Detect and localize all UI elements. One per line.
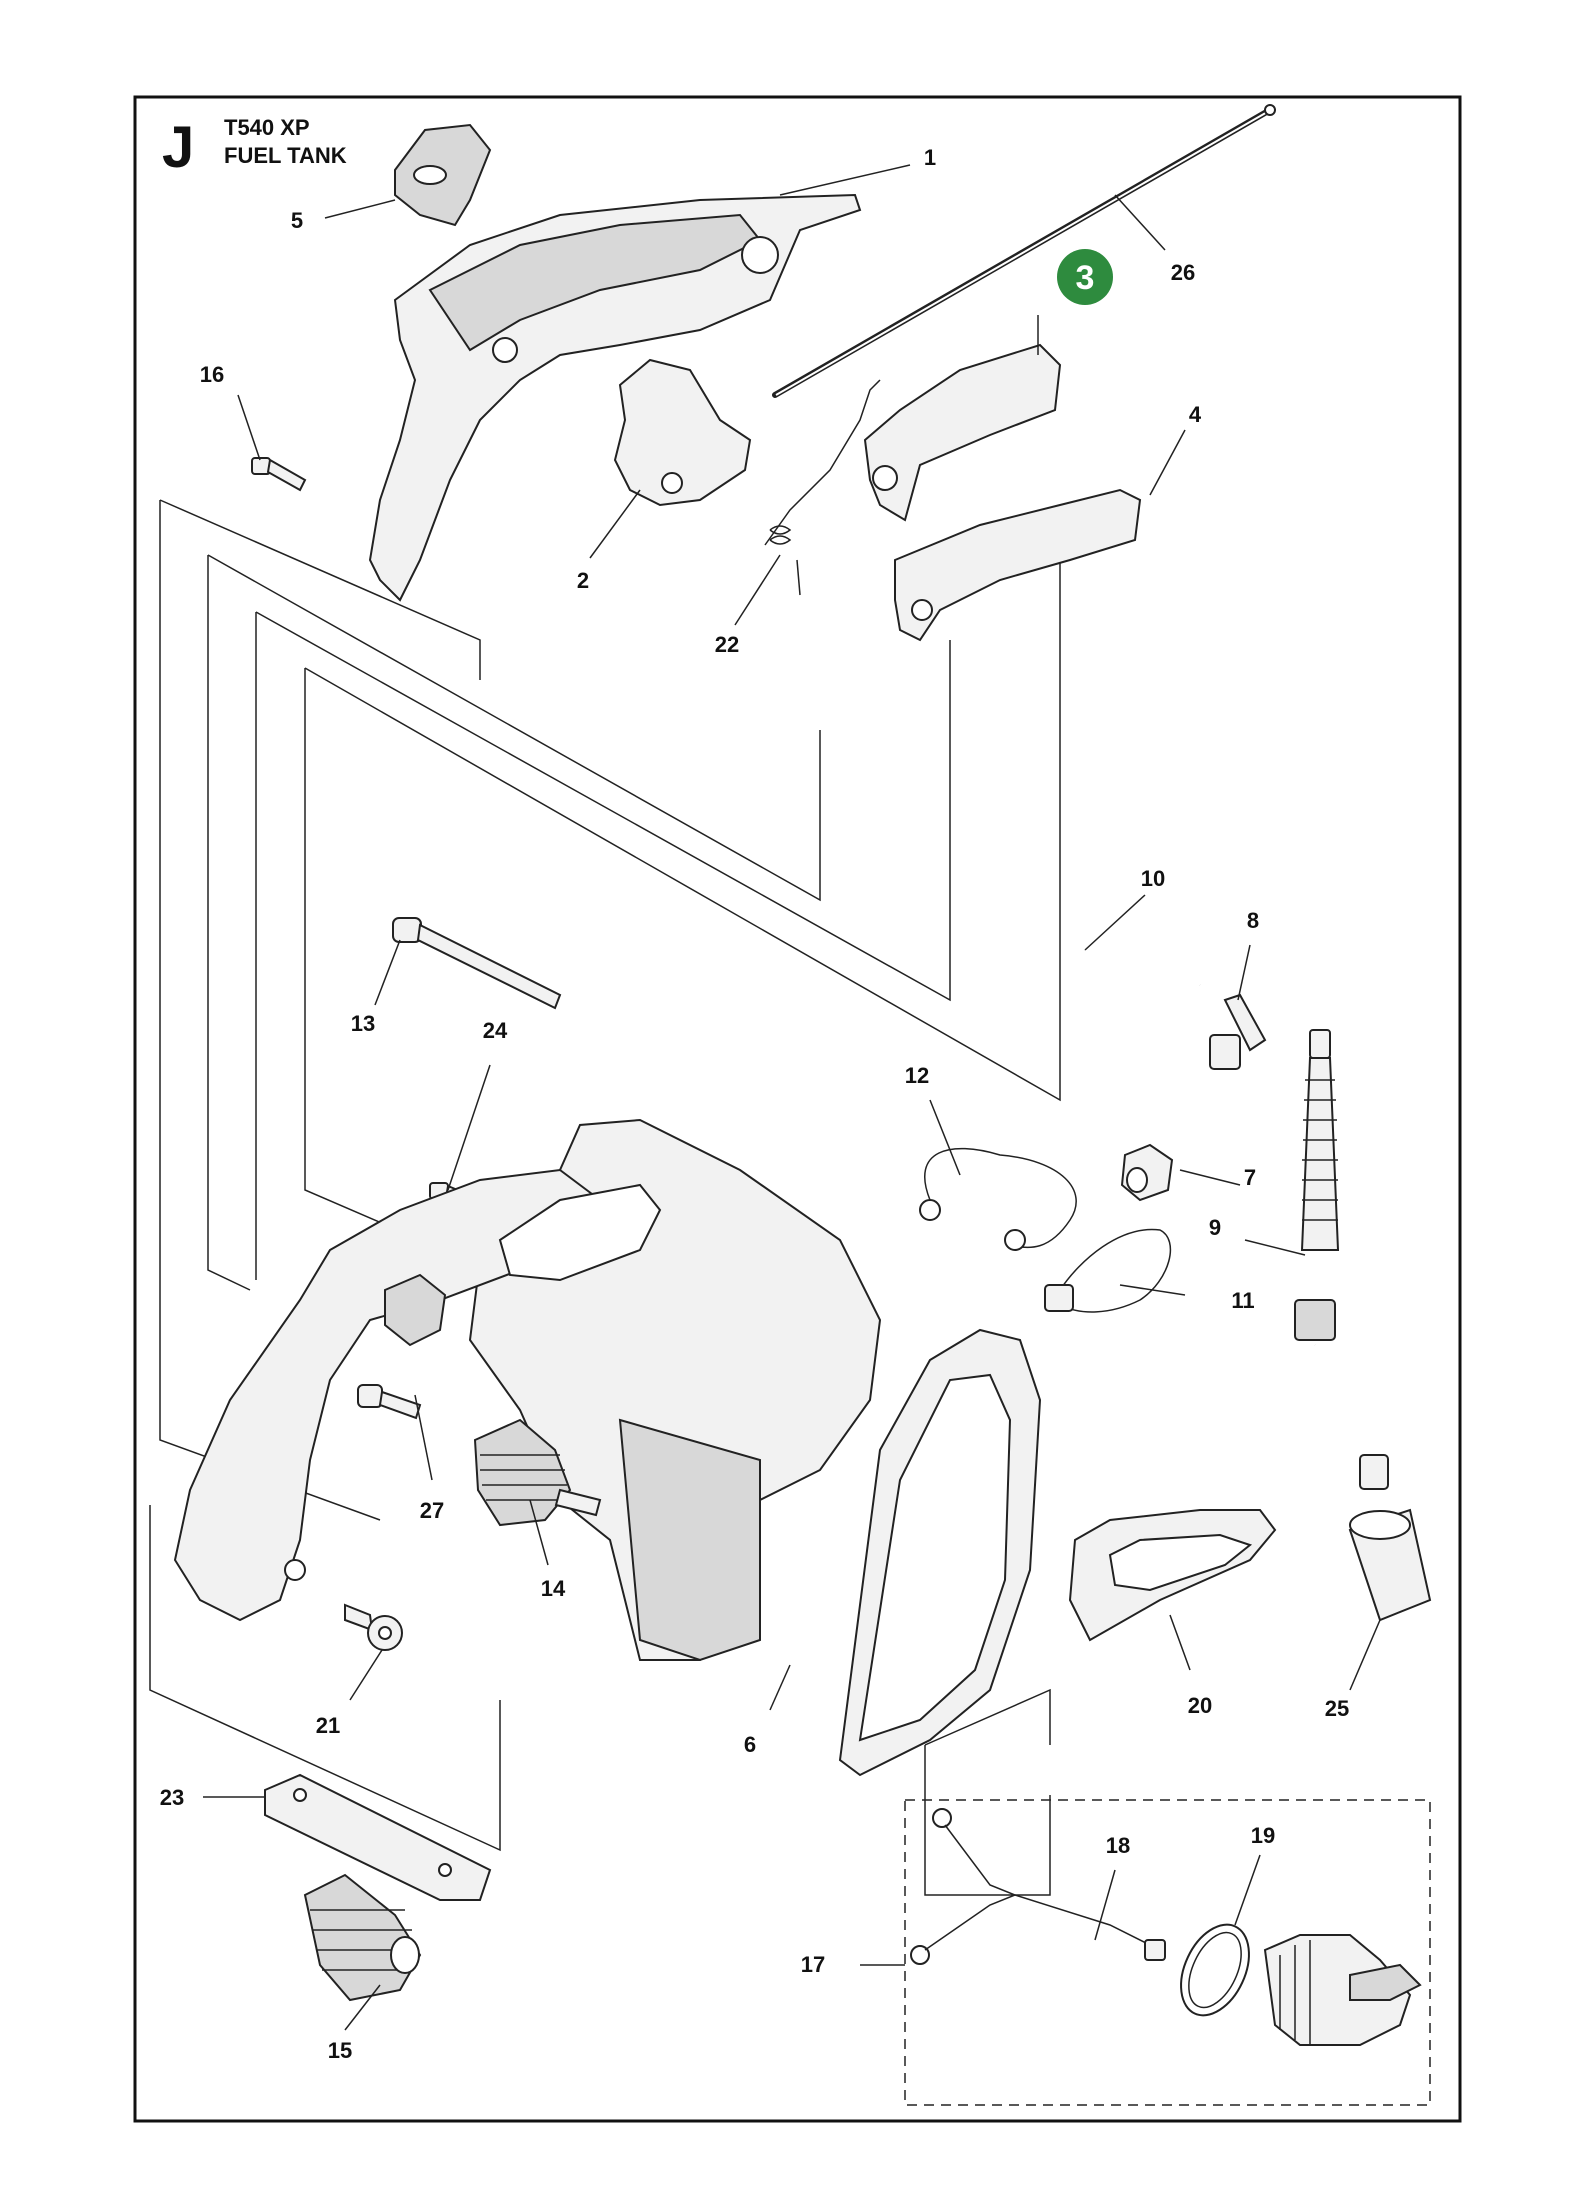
- part-screw-16: [251, 457, 307, 492]
- part-rear-handle: [173, 1168, 662, 1622]
- callout-17: 17: [801, 1952, 825, 1977]
- part-handle-top: [368, 193, 862, 602]
- part-vibration-spring: [473, 1418, 602, 1527]
- part-buffer-spring: [303, 1873, 422, 2002]
- section-title: FUEL TANK: [224, 143, 347, 168]
- part-elbow-fitting: [1209, 993, 1267, 1070]
- part-screw-21: [344, 1603, 403, 1651]
- callout-10: 10: [1141, 866, 1165, 891]
- callout-2: 2: [577, 568, 589, 593]
- callout-14: 14: [541, 1576, 566, 1601]
- callout-7: 7: [1244, 1165, 1256, 1190]
- callout-21: 21: [316, 1713, 340, 1738]
- callout-16: 16: [200, 362, 224, 387]
- callout-1: 1: [924, 145, 936, 170]
- part-pickup-line: [910, 1808, 1166, 1965]
- callout-11: 11: [1231, 1288, 1254, 1313]
- callout-8: 8: [1247, 908, 1259, 933]
- part-grommet: [1120, 1143, 1174, 1202]
- section-letter: J: [162, 115, 194, 180]
- part-lockout-lever: [863, 343, 1062, 522]
- highlight-badge-label: 3: [1076, 259, 1095, 297]
- callout-23: 23: [160, 1785, 184, 1810]
- model-name: T540 XP: [224, 115, 310, 140]
- part-plate: [264, 1773, 492, 1901]
- part-clamp-12: [919, 1147, 1077, 1251]
- callout-27: 27: [420, 1498, 444, 1523]
- callout-19: 19: [1251, 1823, 1275, 1848]
- part-throttle-trigger: [613, 358, 752, 507]
- callout-15: 15: [328, 2038, 352, 2063]
- highlight-badge: 3: [1057, 249, 1113, 305]
- part-torsion-spring: [764, 379, 881, 596]
- callout-13: 13: [351, 1011, 375, 1036]
- callout-20: 20: [1188, 1693, 1212, 1718]
- part-throttle-rod: [772, 104, 1276, 398]
- callout-12: 12: [905, 1063, 929, 1088]
- highlight-badge-circle: [1057, 249, 1113, 305]
- callout-4: 4: [1189, 402, 1202, 427]
- part-long-bolt: [392, 917, 562, 1010]
- part-lever-bracket: [894, 488, 1142, 642]
- callout-26: 26: [1171, 260, 1195, 285]
- leader-lines: [203, 164, 1381, 2031]
- part-screw-27: [357, 1384, 422, 1420]
- part-clamp-11: [1044, 1228, 1171, 1313]
- part-fuel-line: [1205, 1029, 1379, 1471]
- part-cover-plate: [1068, 1509, 1277, 1642]
- diagram-frame: [133, 95, 1462, 2123]
- callout-5: 5: [291, 208, 303, 233]
- part-seal-ring: [1180, 1923, 1250, 2017]
- part-fuel-hose: [1083, 947, 1201, 988]
- callout-22: 22: [715, 632, 739, 657]
- detail-box: [904, 1799, 1431, 2106]
- callout-6: 6: [744, 1732, 756, 1757]
- callout-9: 9: [1209, 1215, 1221, 1240]
- callout-labels: 1 2 4 5 6 7 8 9 10 11 12 13 14 15 16 17 …: [160, 145, 1349, 2063]
- callout-25: 25: [1325, 1696, 1349, 1721]
- part-fuel-cap: [1263, 1934, 1422, 2046]
- part-fuel-filter: [1348, 1454, 1432, 1622]
- callout-24: 24: [483, 1018, 508, 1043]
- callout-18: 18: [1106, 1833, 1130, 1858]
- part-throttle-lockout: [394, 123, 492, 227]
